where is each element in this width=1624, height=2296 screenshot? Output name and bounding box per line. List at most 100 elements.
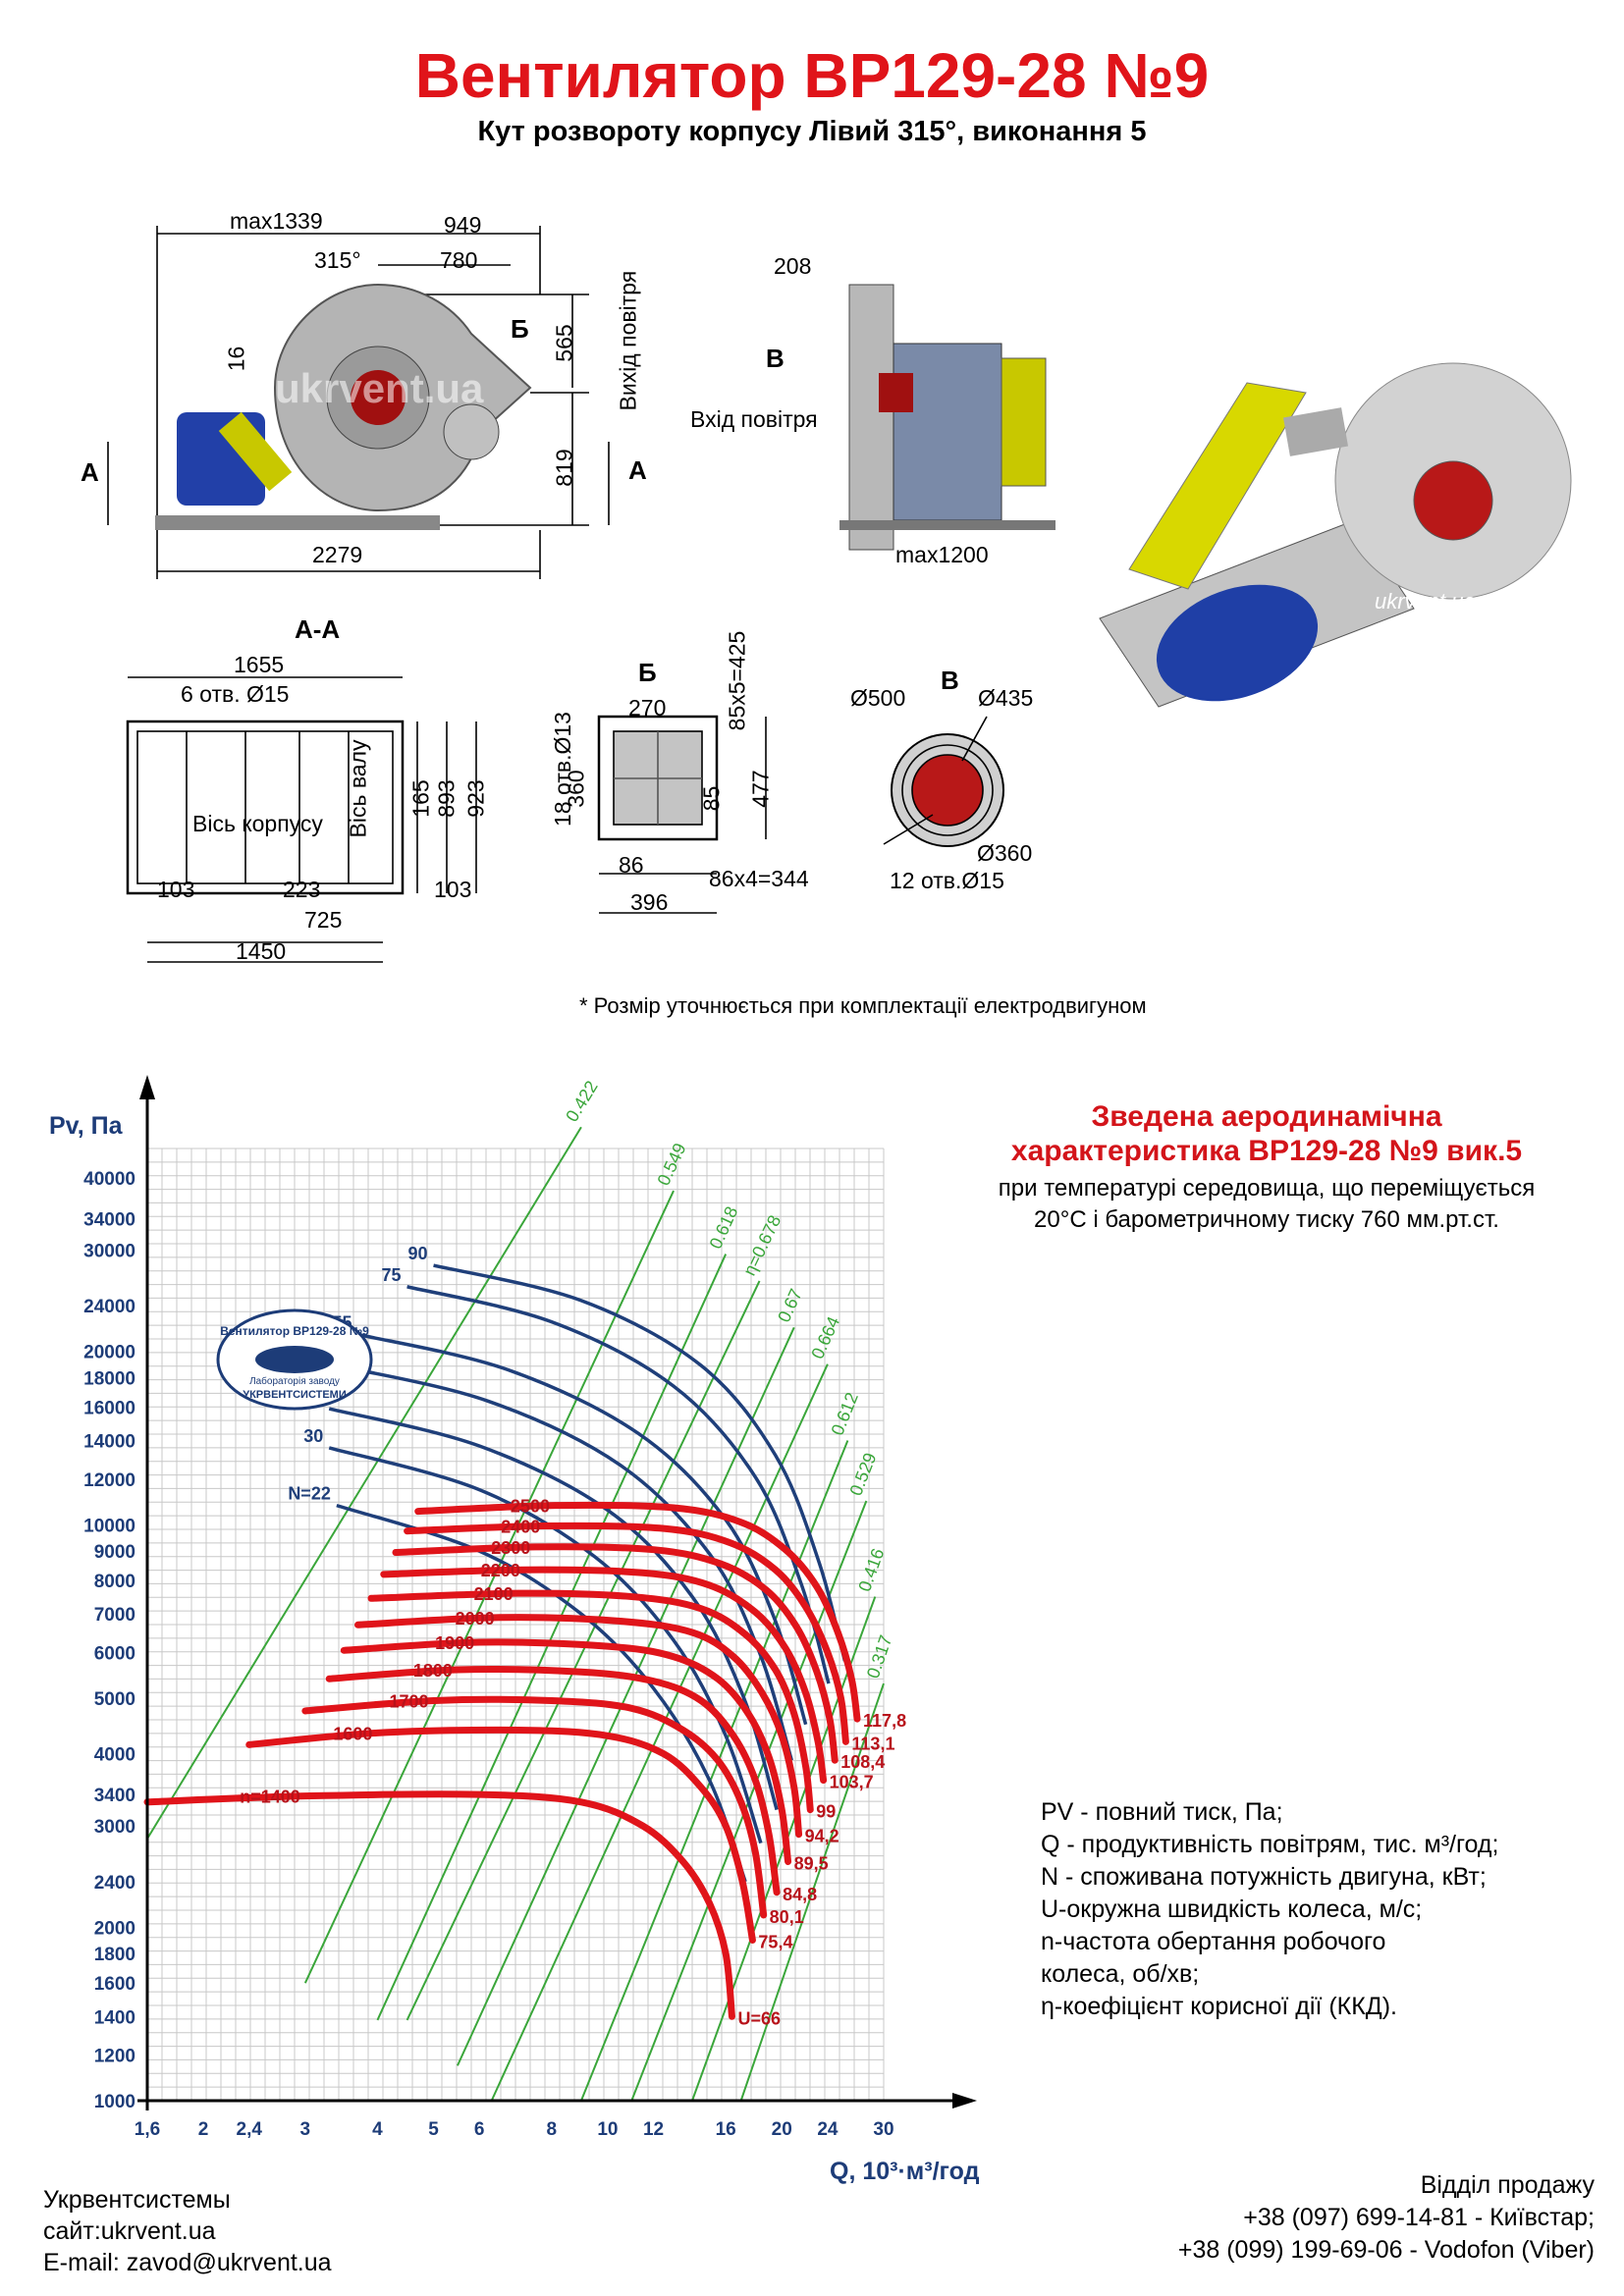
efficiency-label: 0.422 (562, 1077, 602, 1125)
power-label: 75 (382, 1265, 402, 1285)
speed-label: 1700 (389, 1691, 428, 1711)
legend-item: Q - продуктивність повітрям, тис. м³/год… (1041, 1831, 1499, 1858)
speed-label: 2400 (501, 1518, 540, 1537)
x-axis-arrow (952, 2093, 977, 2109)
x-axis-label: Q, 10³·м³/год (830, 2158, 980, 2185)
power-label: 30 (303, 1426, 323, 1446)
dim-477: 477 (747, 770, 774, 808)
legend-item: n-частота обертання робочого (1041, 1928, 1386, 1955)
company-email[interactable]: E-mail: zavod@ukrvent.ua (43, 2249, 332, 2276)
legend-item: PV - повний тиск, Па; (1041, 1798, 1283, 1826)
chart-conditions: при температурі середовища, що переміщує… (998, 1175, 1536, 1233)
section-a-a-title: А-А (295, 614, 341, 644)
logo-text: УКРВЕНТСИСТЕМИ (243, 1389, 347, 1401)
dim-d500: Ø500 (850, 685, 906, 711)
side-view-fan-housing (155, 283, 532, 530)
dim-819: 819 (551, 449, 577, 487)
power-curve (328, 1407, 779, 1811)
y-tick-label: 2400 (94, 1873, 135, 1894)
speed-curve (404, 1522, 849, 1745)
dim-425: 85x5=425 (724, 630, 750, 731)
y-tick-label: 24000 (83, 1297, 135, 1317)
x-tick-label: 24 (817, 2119, 839, 2140)
y-tick-label: 2000 (94, 1918, 135, 1939)
speed-curve (392, 1543, 839, 1764)
speed-label: 2100 (474, 1584, 514, 1604)
speed-curves: n=1400U=66160075,4170080,1180084,8190089… (143, 1497, 906, 2028)
speed-curve (414, 1501, 861, 1723)
x-tick-label: 3 (300, 2119, 311, 2140)
sales-phone-2[interactable]: +38 (099) 199-69-06 - Vodofon (Viber) (1177, 2236, 1595, 2264)
u-label: 84,8 (783, 1885, 817, 1904)
axis-shaft: Вісь валу (345, 739, 371, 838)
power-label: 90 (408, 1244, 428, 1263)
dim-1655: 1655 (234, 652, 285, 677)
speed-label: 2500 (511, 1497, 550, 1517)
efficiency-line (303, 1190, 675, 1984)
inlet-label: Вхід повітря (690, 406, 818, 432)
outlet-label: Вихід повітря (615, 270, 641, 411)
company-name: Укрвентсистемы (43, 2186, 231, 2214)
x-tick-label: 16 (716, 2119, 736, 2140)
y-tick-label: 10000 (83, 1516, 135, 1536)
efficiency-label: 0.612 (828, 1390, 862, 1438)
logo-text: Вентилятор ВР129-28 №9 (220, 1324, 369, 1338)
x-tick-label: 20 (772, 2119, 792, 2140)
page-subtitle: Кут розвороту корпусу Лівий 315°, викона… (477, 116, 1147, 147)
u-label: 117,8 (863, 1711, 906, 1731)
u-label: 99 (816, 1802, 836, 1822)
y-tick-label: 5000 (94, 1689, 135, 1710)
y-tick-label: 30000 (83, 1241, 135, 1261)
dim-923: 923 (462, 779, 489, 818)
x-tick-label: 5 (428, 2119, 439, 2140)
section-a-left: А (81, 457, 99, 487)
front-view-fan-body (839, 284, 1056, 551)
y-tick-label: 14000 (83, 1432, 135, 1453)
speed-curve (354, 1614, 803, 1839)
u-label: 89,5 (794, 1854, 829, 1874)
dim-949: 949 (444, 212, 482, 238)
y-tick-label: 9000 (94, 1542, 135, 1563)
dim-1450: 1450 (236, 938, 287, 964)
dim-85: 85 (698, 785, 725, 812)
aero-chart: 0.4220.5490.618η=0.6780.670.6640.6120.52… (49, 1075, 980, 2185)
speed-curve (301, 1695, 768, 1919)
company-site[interactable]: сайт:ukrvent.ua (43, 2217, 216, 2245)
u-label: U=66 (737, 2008, 781, 2028)
dim-396: 396 (630, 889, 669, 915)
dim-16: 16 (223, 346, 249, 372)
speed-label: 2000 (456, 1609, 495, 1629)
dim-565: 565 (551, 324, 577, 362)
y-tick-label: 1000 (94, 2092, 135, 2112)
speed-label: 1800 (413, 1661, 453, 1681)
y-axis-arrow (139, 1075, 155, 1099)
chart-title: Зведена аеродинамічна характеристика ВР1… (1010, 1100, 1523, 1167)
y-axis-label: Pv, Па (49, 1112, 124, 1140)
view-v-marker: В (766, 344, 785, 373)
efficiency-line (376, 1254, 728, 2021)
view-b-marker: Б (511, 314, 529, 344)
speed-label: n=1400 (240, 1788, 300, 1807)
y-tick-label: 1200 (94, 2047, 135, 2067)
dim-223: 223 (283, 877, 321, 902)
y-tick-label: 1400 (94, 2007, 135, 2028)
chart-legend: PV - повний тиск, Па; Q - продуктивність… (1041, 1796, 1498, 2023)
sales-phone-1[interactable]: +38 (097) 699-14-81 - Київстар; (1243, 2204, 1595, 2231)
dim-angle: 315° (314, 247, 361, 273)
y-tick-label: 40000 (83, 1169, 135, 1190)
efficiency-label: 0.67 (774, 1286, 806, 1325)
y-tick-label: 7000 (94, 1605, 135, 1626)
chart-axes: Pv, Па Q, 10³·м³/год (49, 1075, 980, 2185)
inlet-view-title: В (941, 666, 959, 695)
y-tick-label: 6000 (94, 1643, 135, 1664)
y-tick-label: 20000 (83, 1343, 135, 1363)
y-tick-label: 4000 (94, 1745, 135, 1766)
y-tick-label: 1800 (94, 1945, 135, 1965)
y-tick-label: 12000 (83, 1470, 135, 1491)
power-curve (433, 1263, 847, 1662)
legend-item: колеса, об/хв; (1041, 1960, 1200, 1988)
y-tick-label: 3400 (94, 1786, 135, 1806)
dim-725: 725 (304, 907, 343, 933)
